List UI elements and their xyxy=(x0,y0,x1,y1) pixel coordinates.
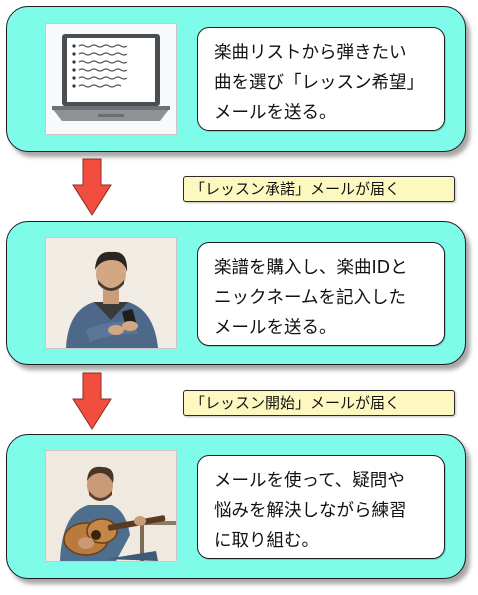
step-2-line-2: ニックネームを記入した xyxy=(214,288,406,308)
step-2-line-3: メールを送る。 xyxy=(214,318,337,338)
step-3-description: メールを使って、疑問や 悩みを解決しながら練習 に取り組む。 xyxy=(197,455,445,559)
guitar-player-icon xyxy=(46,451,176,561)
step-3-line-1: メールを使って、疑問や xyxy=(214,471,405,491)
man-playing-guitar-illustration xyxy=(45,450,177,562)
step-1-panel: 楽曲リストから弾きたい 曲を選び「レッスン希望」 メールを送る。 xyxy=(6,6,466,152)
man-with-phone-illustration xyxy=(45,237,177,349)
step-1-description: 楽曲リストから弾きたい 曲を選び「レッスン希望」 メールを送る。 xyxy=(197,27,445,131)
step-2-description: 楽譜を購入し、楽曲IDと ニックネームを記入した メールを送る。 xyxy=(197,242,445,346)
step-3-line-3: に取り組む。 xyxy=(214,531,319,551)
step-1-line-2: 曲を選び「レッスン希望」 xyxy=(214,73,424,93)
step-2-panel: 楽譜を購入し、楽曲IDと ニックネームを記入した メールを送る。 xyxy=(6,221,466,365)
acceptance-notice: 「レッスン承諾」メールが届く xyxy=(183,176,455,202)
step-1-line-3: メールを送る。 xyxy=(214,103,337,123)
laptop-illustration xyxy=(45,23,177,135)
start-notice: 「レッスン開始」メールが届く xyxy=(183,390,455,416)
down-arrow-icon xyxy=(72,372,112,430)
step-3-line-2: 悩みを解決しながら練習 xyxy=(214,501,407,521)
step-2-line-1: 楽譜を購入し、楽曲IDと xyxy=(214,258,408,278)
down-arrow-icon xyxy=(72,158,112,216)
step-3-panel: メールを使って、疑問や 悩みを解決しながら練習 に取り組む。 xyxy=(6,434,466,579)
man-with-phone-icon xyxy=(46,238,176,348)
step-1-line-1: 楽曲リストから弾きたい xyxy=(214,43,407,63)
laptop-icon xyxy=(52,34,170,121)
